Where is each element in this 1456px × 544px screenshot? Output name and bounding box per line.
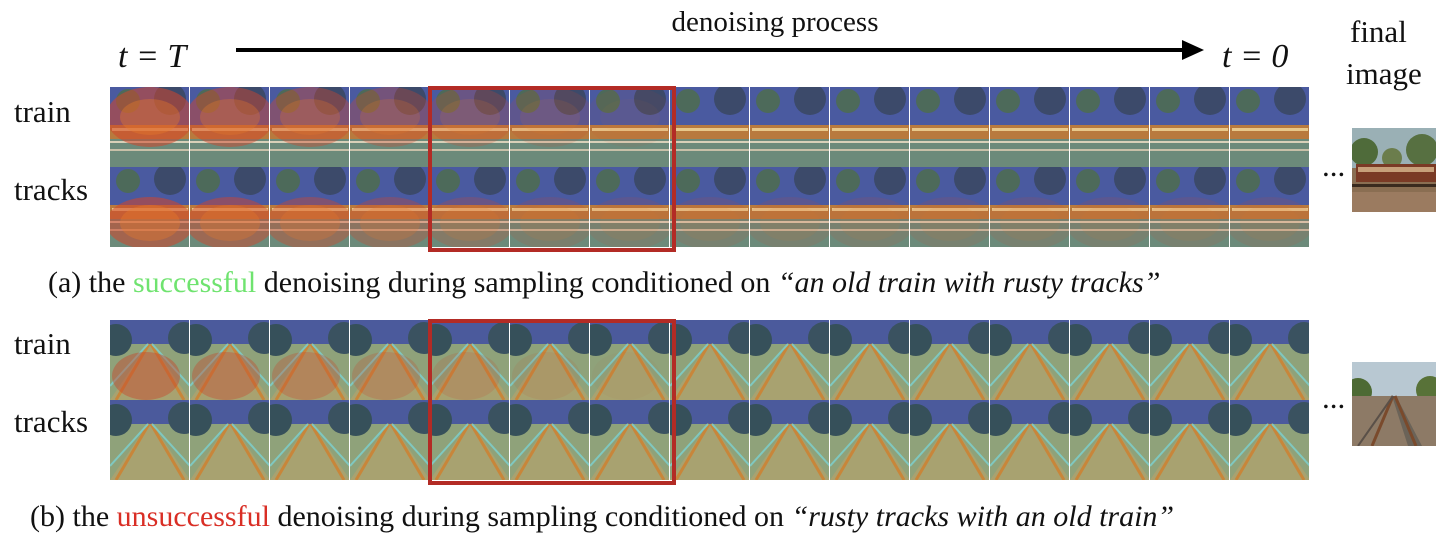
attention-strip-a-train [110, 87, 1310, 167]
process-label: denoising process [671, 6, 879, 38]
caption-b-prefix: (b) the [30, 500, 117, 533]
final-image-label-line1: final [1350, 14, 1407, 49]
highlight-box-a [428, 86, 676, 252]
attention-map-tile [350, 87, 430, 167]
attention-map-tile [110, 320, 190, 400]
attention-map-tile [750, 320, 830, 400]
attention-map-tile [350, 320, 430, 400]
row-label-tracks-b: tracks [14, 404, 89, 439]
caption-b-middle: denoising during sampling conditioned on [269, 500, 792, 533]
attention-map-tile [1150, 400, 1230, 480]
caption-b-highlight: unsuccessful [116, 500, 270, 533]
attention-map-tile [190, 167, 270, 247]
caption-a-prompt: “an old train with rusty tracks” [777, 266, 1161, 299]
attention-map-tile [110, 167, 190, 247]
attention-map-tile [270, 87, 350, 167]
attention-map-tile [990, 400, 1070, 480]
attention-map-tile [910, 167, 990, 247]
final-image-tracks [1352, 362, 1436, 446]
caption-a: (a) the successful denoising during samp… [48, 266, 1160, 300]
attention-map-tile [1230, 167, 1310, 247]
attention-map-tile [510, 167, 590, 247]
attention-map-tile [1230, 400, 1310, 480]
attention-map-tile [590, 320, 670, 400]
final-image-label-line2: image [1346, 56, 1422, 91]
attention-map-tile [670, 167, 750, 247]
attention-map-tile [1070, 87, 1150, 167]
attention-map-tile [510, 320, 590, 400]
attention-map-tile [510, 400, 590, 480]
attention-map-tile [1070, 167, 1150, 247]
attention-map-tile [670, 400, 750, 480]
attention-map-tile [1150, 320, 1230, 400]
attention-map-tile [1150, 167, 1230, 247]
attention-map-tile [910, 87, 990, 167]
attention-map-tile [750, 167, 830, 247]
attention-map-tile [190, 400, 270, 480]
attention-map-tile [1150, 87, 1230, 167]
row-label-train-a: train [14, 94, 71, 129]
attention-map-tile [990, 167, 1070, 247]
final-image-train [1352, 128, 1436, 212]
attention-map-tile [590, 87, 670, 167]
row-label-tracks-a: tracks [14, 172, 89, 207]
highlight-box-b [428, 319, 676, 485]
attention-map-tile [1230, 320, 1310, 400]
attention-map-tile [110, 400, 190, 480]
attention-map-tile [830, 87, 910, 167]
attention-strip-b-train [110, 320, 1310, 400]
attention-map-tile [350, 167, 430, 247]
attention-map-tile [190, 87, 270, 167]
t-end-label: t = 0 [1222, 38, 1289, 75]
attention-map-tile [750, 400, 830, 480]
attention-map-tile [910, 400, 990, 480]
caption-b: (b) the unsuccessful denoising during sa… [30, 500, 1174, 534]
attention-map-tile [750, 87, 830, 167]
attention-map-tile [430, 167, 510, 247]
caption-a-highlight: successful [132, 266, 257, 299]
attention-map-tile [1070, 320, 1150, 400]
caption-a-prefix: (a) the [48, 266, 133, 299]
attention-map-tile [830, 400, 910, 480]
attention-map-tile [270, 167, 350, 247]
attention-map-tile [990, 87, 1070, 167]
attention-map-tile [910, 320, 990, 400]
caption-b-prompt: “rusty tracks with an old train” [791, 500, 1175, 533]
attention-map-tile [830, 320, 910, 400]
attention-map-tile [430, 400, 510, 480]
attention-strip-a-tracks [110, 167, 1310, 247]
attention-map-tile [1230, 87, 1310, 167]
attention-map-tile [510, 87, 590, 167]
attention-map-tile [430, 320, 510, 400]
attention-map-tile [990, 320, 1070, 400]
ellipsis-b: ... [1322, 380, 1346, 415]
attention-map-tile [350, 400, 430, 480]
attention-map-tile [590, 400, 670, 480]
attention-map-tile [670, 320, 750, 400]
row-label-train-b: train [14, 326, 71, 361]
attention-map-tile [1070, 400, 1150, 480]
attention-map-tile [670, 87, 750, 167]
attention-map-tile [110, 87, 190, 167]
process-arrow [236, 40, 1204, 60]
attention-map-tile [270, 400, 350, 480]
caption-a-middle: denoising during sampling conditioned on [256, 266, 778, 299]
attention-strip-b-tracks [110, 400, 1310, 480]
attention-map-tile [270, 320, 350, 400]
ellipsis-a: ... [1322, 148, 1346, 183]
attention-map-tile [590, 167, 670, 247]
t-start-label: t = T [118, 38, 187, 75]
attention-map-tile [190, 320, 270, 400]
attention-map-tile [830, 167, 910, 247]
attention-map-tile [430, 87, 510, 167]
